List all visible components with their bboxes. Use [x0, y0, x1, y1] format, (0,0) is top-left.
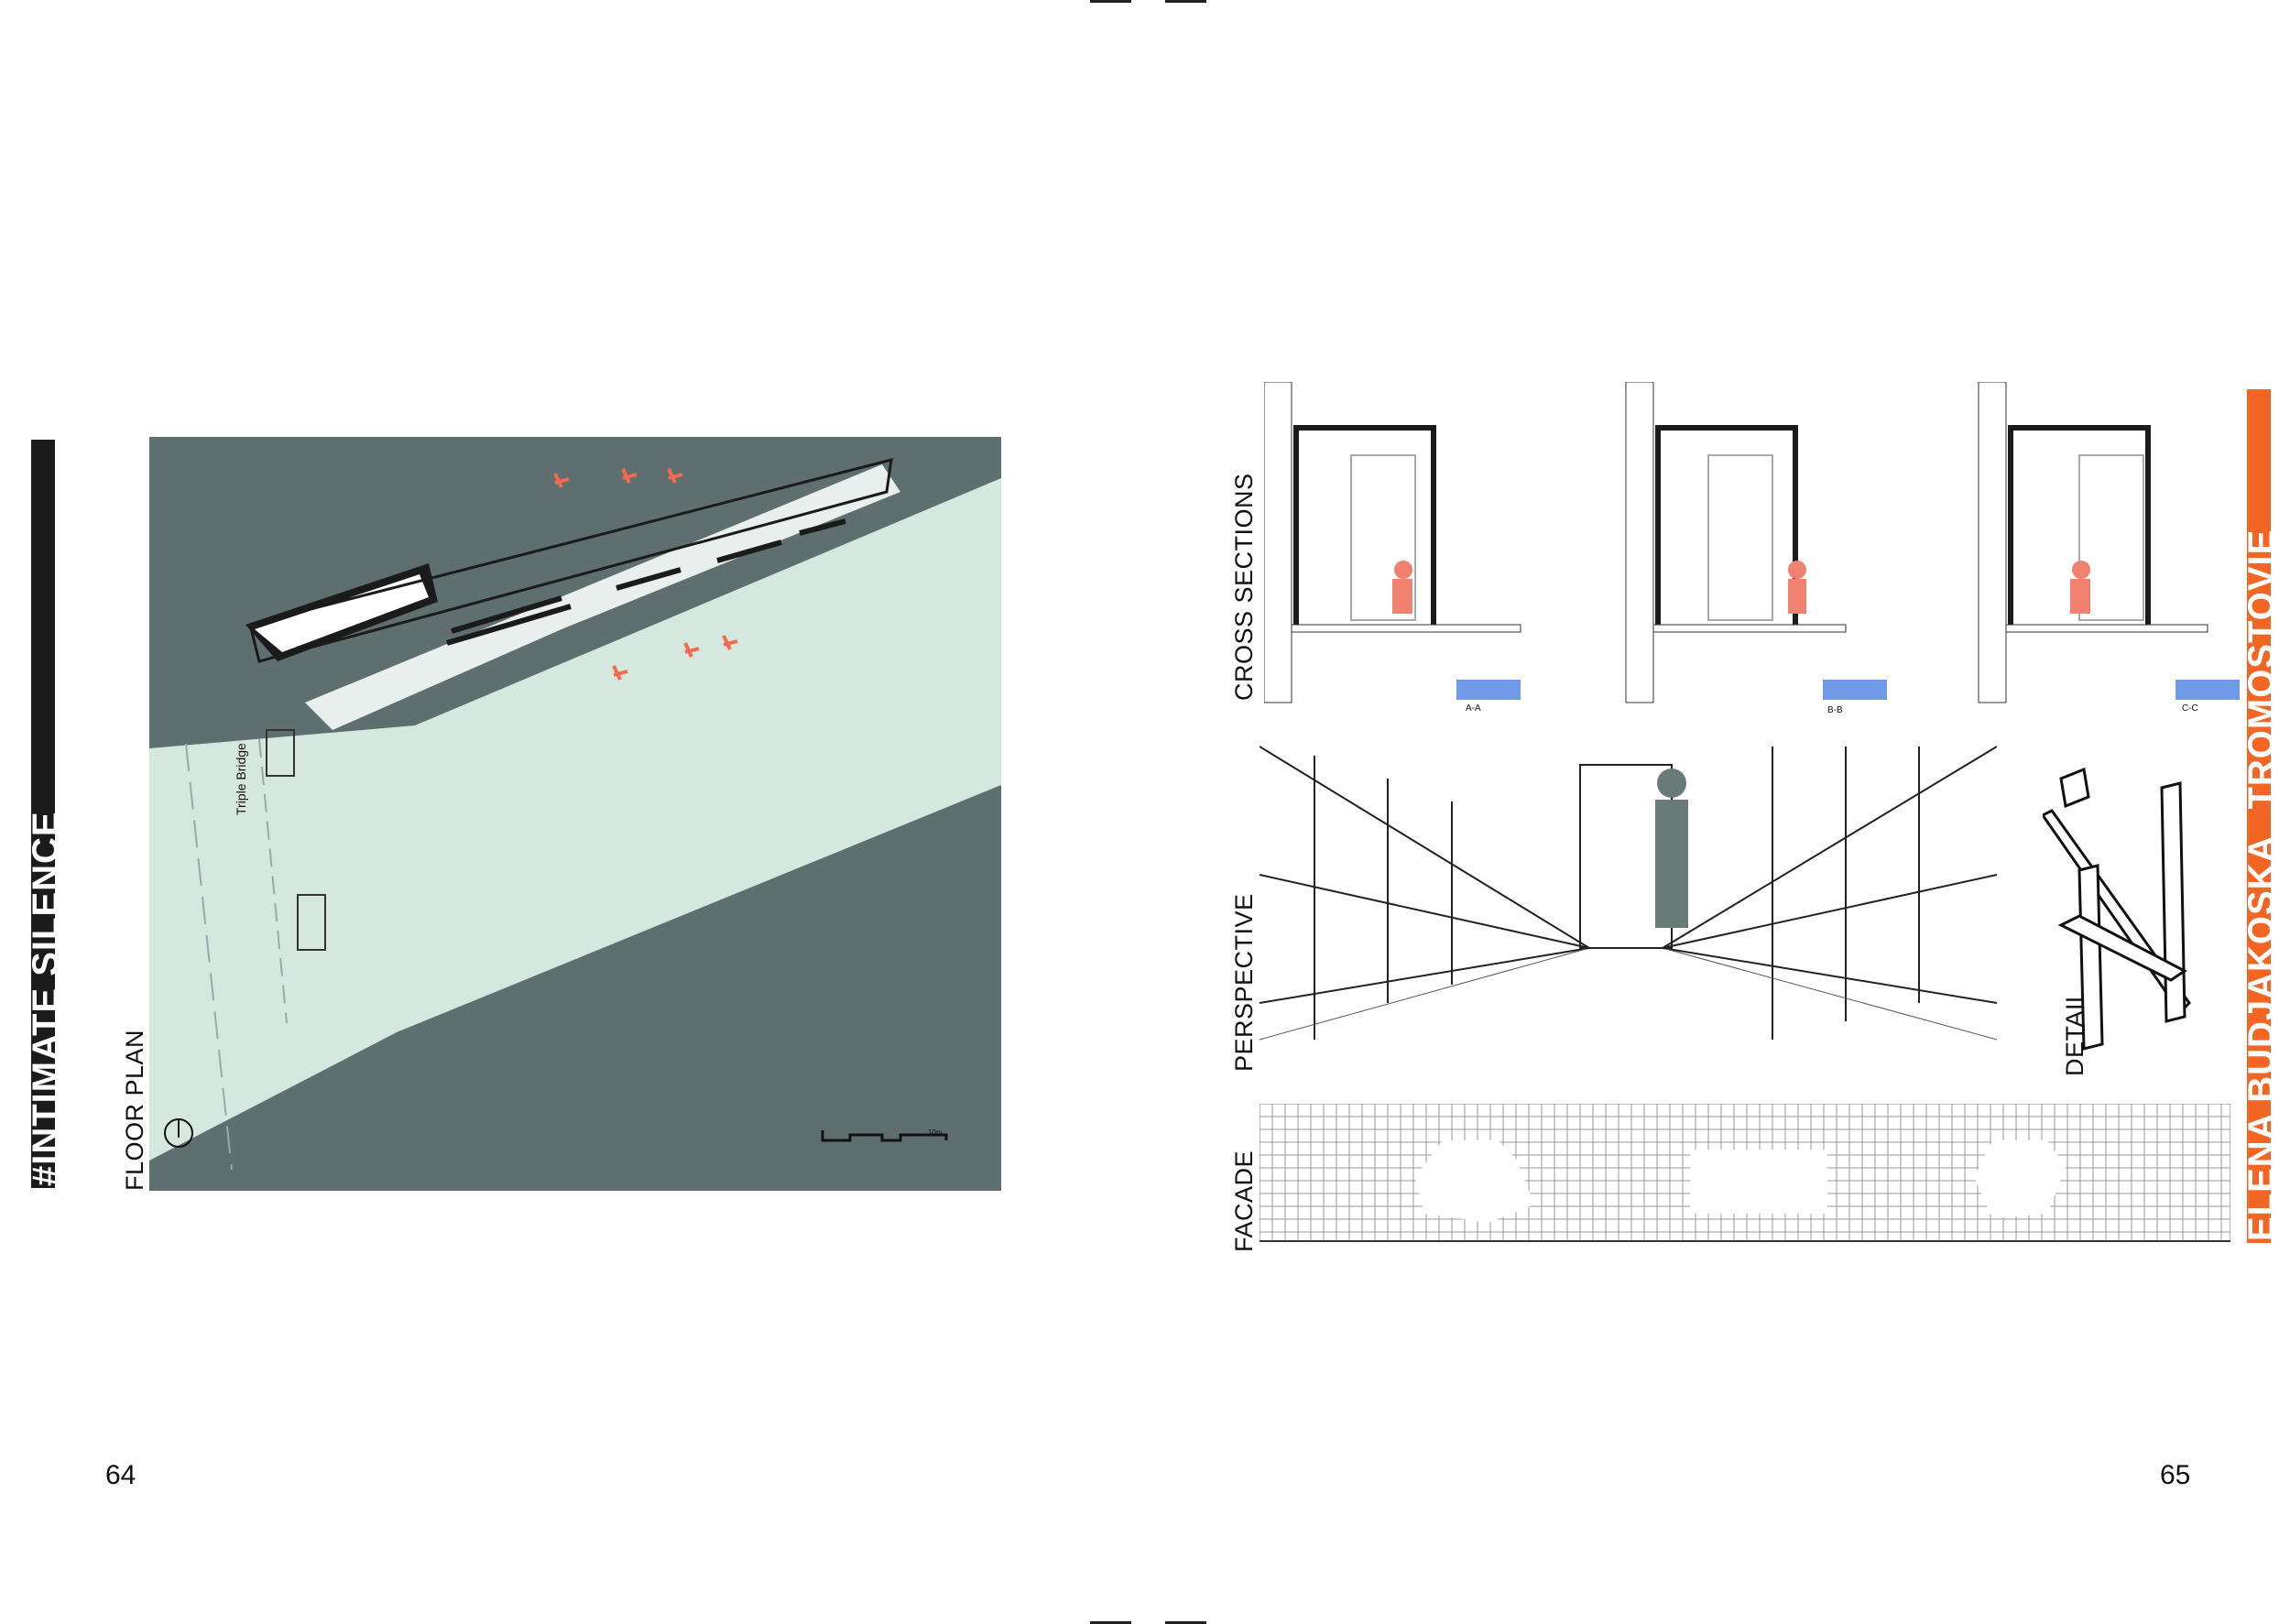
perspective-drawing: [1260, 746, 1997, 1041]
site-name: TROMOSTOVIE: [2241, 529, 2282, 810]
scale-label: 10m: [928, 1128, 943, 1137]
section-c: [1978, 382, 2240, 703]
section-b: [1625, 382, 1887, 703]
detail-heading: DETAIL: [2061, 988, 2088, 1076]
section-label-c: C-C: [2182, 703, 2198, 714]
crop-mark: [1165, 1621, 1206, 1624]
author-name: ELENA BUDJAKOSKA: [2241, 834, 2282, 1241]
title-bar: [31, 440, 55, 1188]
facade-heading: FACADE: [1230, 1150, 1258, 1252]
cross-sections-drawing: [1264, 382, 2240, 703]
page-number-right: 65: [2160, 1460, 2191, 1490]
crop-mark: [1165, 0, 1206, 3]
section-label-a: A-A: [1466, 703, 1481, 714]
floor-plan-drawing: [149, 437, 1001, 1191]
crop-mark: [1090, 0, 1131, 3]
crop-mark: [1090, 1621, 1131, 1624]
floor-plan-heading: FLOOR PLAN: [121, 1029, 148, 1191]
section-label-b: B-B: [1827, 705, 1843, 715]
detail-drawing: [2043, 767, 2191, 1051]
author-site-text: ELENA BUDJAKOSKA TROMOSTOVIE: [2241, 529, 2283, 1241]
bridge-label: Triple Bridge: [234, 743, 248, 815]
section-a: [1264, 382, 1521, 703]
perspective-heading: PERSPECTIVE: [1230, 893, 1258, 1072]
project-title: #INTIMATE SILENCE: [26, 811, 66, 1186]
facade-drawing: [1260, 1104, 2230, 1242]
river-water: [149, 478, 1001, 1161]
author-bar: [2247, 389, 2271, 1243]
cross-sections-heading: CROSS SECTIONS: [1230, 473, 1258, 701]
page-number-left: 64: [105, 1460, 136, 1490]
